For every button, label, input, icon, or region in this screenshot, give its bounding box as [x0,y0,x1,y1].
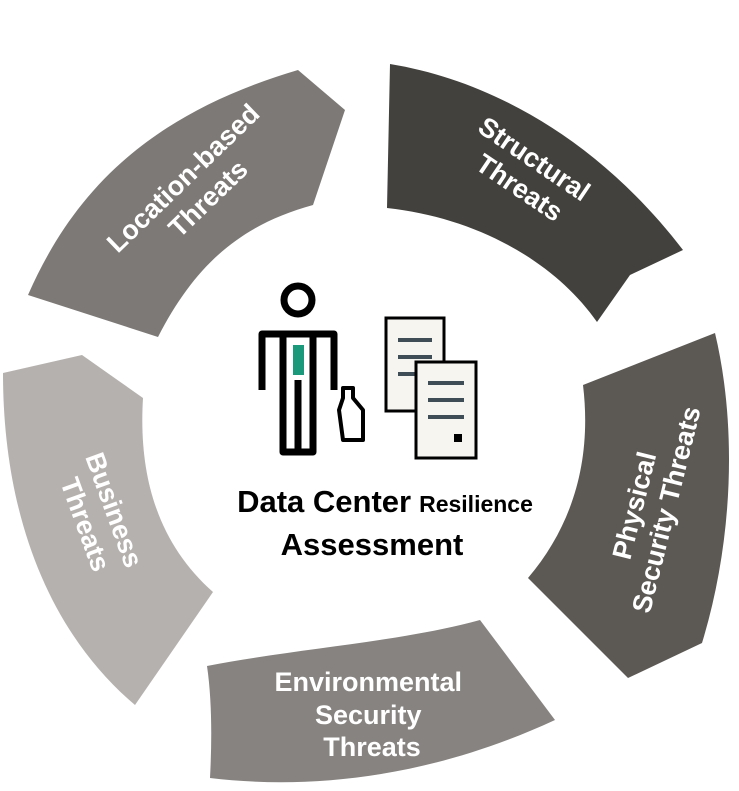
person-icon [258,282,365,456]
svg-text:Environmental Security: Environmental Security Threats [274,667,469,762]
person-head [280,282,316,318]
person-torso [258,330,338,390]
segment-business: Business Threats [3,355,213,705]
segment-label-environmental-line2: Security [315,700,422,730]
segment-shape-structural [387,64,683,322]
segment-location-based: Location-based Threats [28,70,345,337]
segment-label-environmental-line3: Threats [323,732,421,762]
segment-shape-business [3,355,213,705]
person-bag [337,386,365,442]
segment-shape-environmental [207,620,555,783]
person-tie [293,345,304,375]
center-title: Data Center Resilience [237,484,533,519]
segment-shape-location-based [28,70,345,337]
segment-environmental-security: Environmental Security Threats [207,620,555,783]
center-title-main: Data Center [237,484,411,519]
segment-structural: Structural Threats [387,64,683,322]
documents-icon [384,316,478,460]
document-front [414,360,478,460]
segment-physical-security: Physical Security Threats [528,333,730,678]
segment-label-environmental-line1: Environmental [274,667,462,697]
segment-shape-physical-security [528,333,730,678]
center-title-resilience: Resilience [419,491,533,517]
center-subtitle: Assessment [281,527,464,562]
